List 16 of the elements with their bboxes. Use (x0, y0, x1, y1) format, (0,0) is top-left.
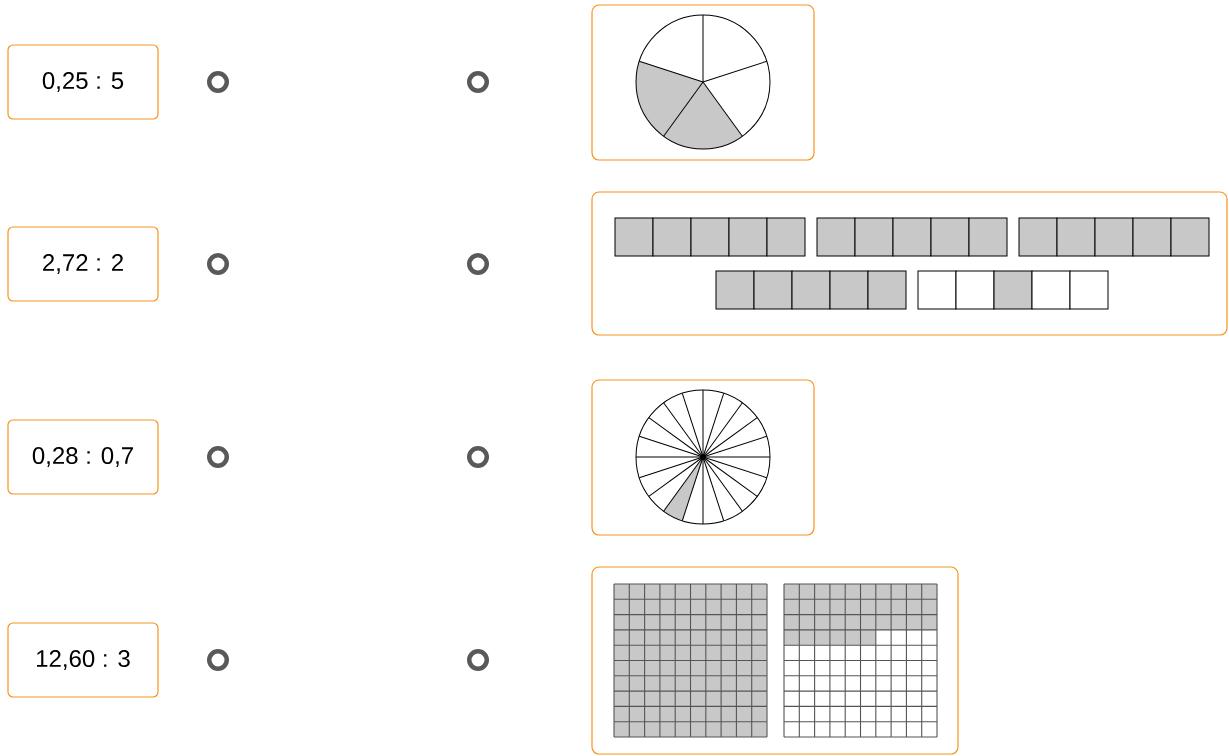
answer-circle (467, 253, 489, 275)
picture-card (591, 379, 815, 536)
expression-box: 0,28 : 0,7 (7, 419, 159, 495)
expression-box: 0,25 : 5 (7, 44, 159, 120)
picture-card (591, 4, 815, 161)
answer-circle (207, 446, 229, 468)
picture-card (591, 566, 959, 755)
answer-circle (467, 71, 489, 93)
picture-card (591, 191, 1228, 336)
expression-box: 2,72 : 2 (7, 226, 159, 302)
answer-circle (207, 649, 229, 671)
expression-box: 12,60 : 3 (7, 622, 159, 698)
answer-circle (467, 649, 489, 671)
answer-circle (207, 253, 229, 275)
answer-circle (467, 446, 489, 468)
answer-circle (207, 71, 229, 93)
